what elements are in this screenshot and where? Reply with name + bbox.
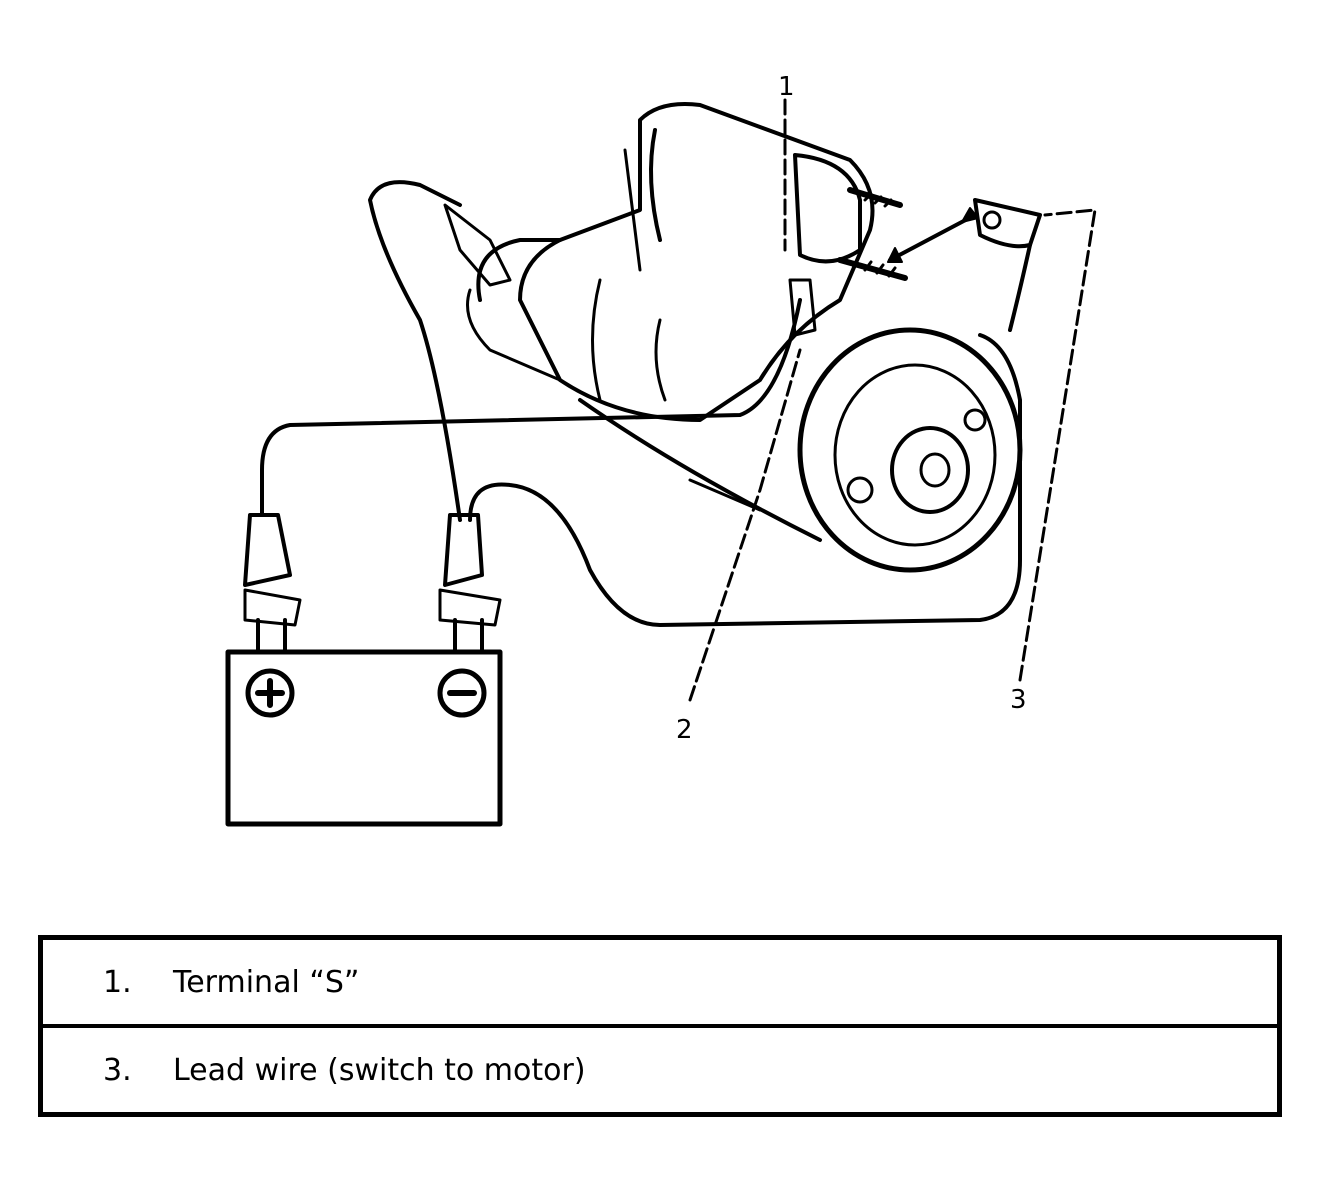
battery bbox=[225, 649, 503, 827]
battery-clamps bbox=[243, 513, 502, 652]
legend-label: Lead wire (switch to motor) bbox=[173, 1052, 586, 1088]
starter-test-diagram: 1 2 3 bbox=[225, 72, 1097, 827]
legend-row: 1. Terminal “S” bbox=[43, 940, 1277, 1024]
callout-3: 3 bbox=[1010, 685, 1027, 715]
legend-number: 3. bbox=[103, 1052, 132, 1088]
legend-row: 3. Lead wire (switch to motor) bbox=[43, 1024, 1277, 1112]
callout-2: 2 bbox=[676, 715, 693, 745]
legend-number: 1. bbox=[103, 964, 132, 1000]
legend-label: Terminal “S” bbox=[173, 964, 360, 1000]
legend-table: 1. Terminal “S” 3. Lead wire (switch to … bbox=[38, 935, 1282, 1117]
plus-icon bbox=[245, 668, 295, 718]
test-leads bbox=[260, 180, 1022, 627]
callout-leaders bbox=[688, 98, 1097, 702]
minus-icon bbox=[437, 668, 487, 718]
callout-1: 1 bbox=[778, 72, 795, 102]
starter-motor bbox=[466, 102, 1042, 573]
